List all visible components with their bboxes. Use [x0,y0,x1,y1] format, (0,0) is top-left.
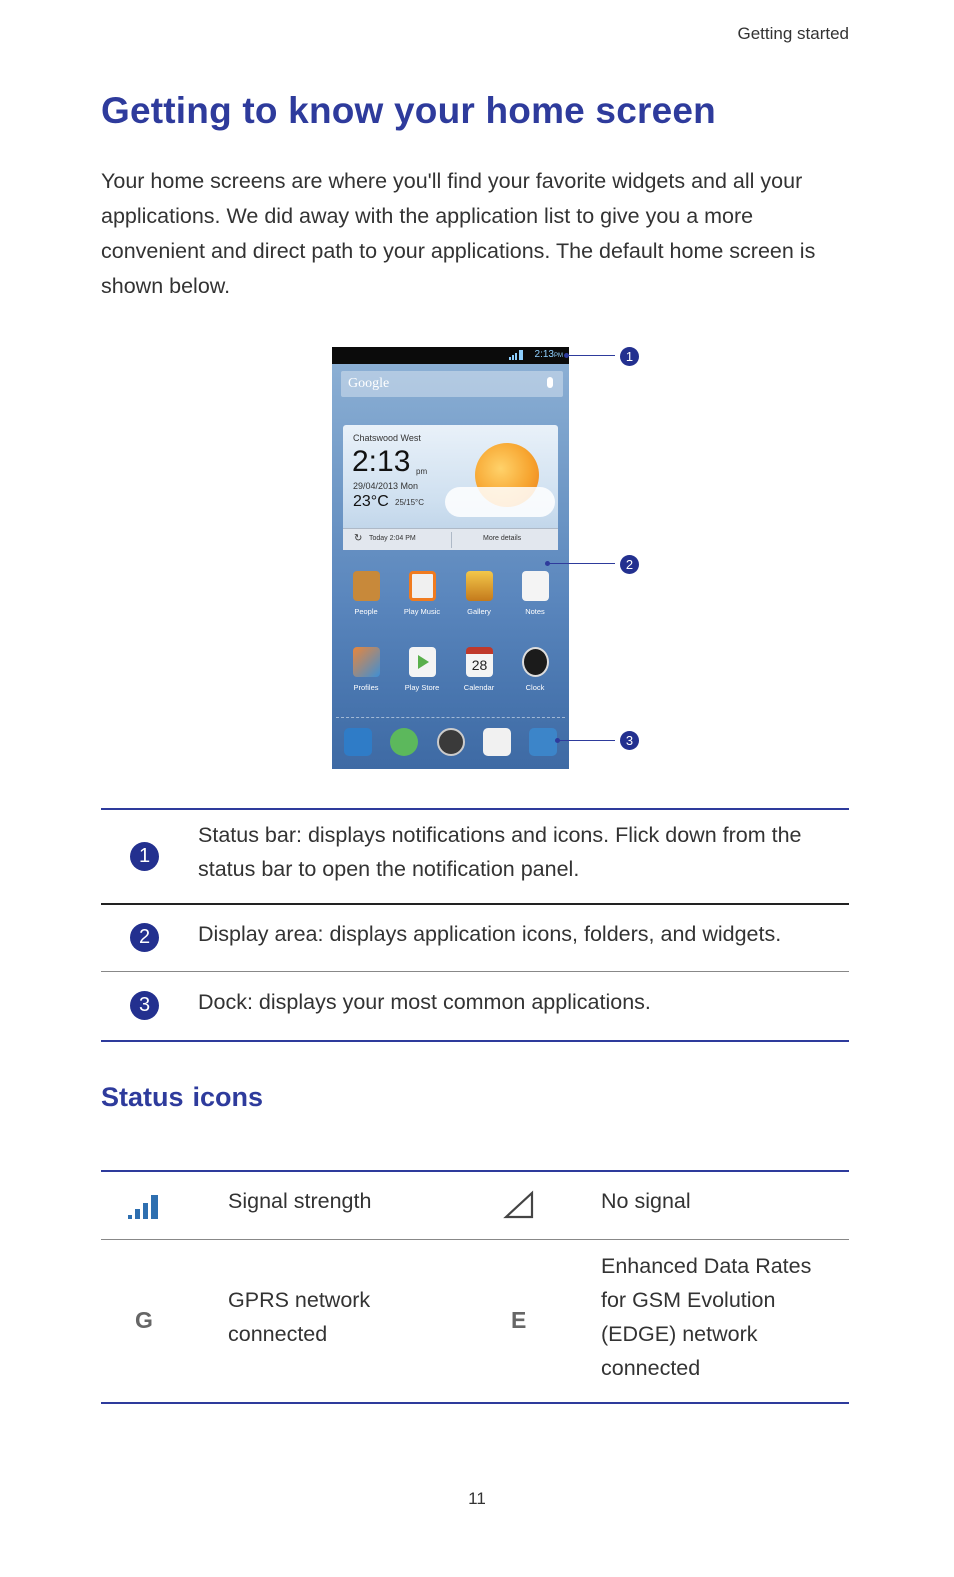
gallery-icon [466,571,493,601]
signal-strength-label: Signal strength [228,1189,372,1213]
signal-strength-icon [128,1195,158,1219]
app-play-music: Play Music [396,571,448,631]
legend-text-dock: Dock: displays your most common applicat… [198,990,651,1014]
table-rule [101,1040,849,1042]
legend-badge-3: 3 [130,991,159,1020]
table-rule [101,903,849,905]
no-signal-label: No signal [601,1189,691,1213]
profiles-icon [353,647,380,677]
app-drawer-icon [437,728,465,756]
callout-line-1 [564,353,615,358]
callout-badge-1: 1 [620,347,639,366]
app-gallery: Gallery [453,571,505,631]
weather-clock-widget: Chatswood West 2:13 pm 29/04/2013 Mon 23… [343,425,558,550]
weather-updated-time: Today 2:04 PM [369,535,416,542]
more-details-link: More details [483,535,522,542]
notes-icon [522,571,549,601]
edge-e-icon: E [511,1307,527,1333]
table-rule [101,971,849,972]
cloud-icon [445,487,555,517]
browser-icon [529,728,557,756]
clock-icon [522,647,549,677]
table-rule [101,1170,849,1172]
table-rule [101,1402,849,1404]
page-title: Getting to know your home screen [101,90,716,131]
app-label: Profiles [353,683,379,692]
widget-temperature: 23°C [353,493,389,510]
calendar-icon: 28 [466,647,493,677]
app-play-store: Play Store [396,647,448,707]
gprs-g-icon: G [135,1307,153,1333]
app-calendar: 28 Calendar [453,647,505,707]
google-wordmark: Google [348,376,390,391]
weather-widget-bar: ↻ Today 2:04 PM More details [343,528,558,550]
weather-location: Chatswood West [353,433,421,443]
phone-icon [344,728,372,756]
app-label: Play Music [403,607,441,616]
play-store-icon [409,647,436,677]
gprs-label: GPRS network connected [228,1288,371,1346]
people-icon [353,571,380,601]
signal-icon [509,350,523,360]
app-people: People [340,571,392,631]
app-profiles: Profiles [340,647,392,707]
no-signal-icon [503,1190,534,1219]
legend-badge-1: 1 [130,842,159,871]
widget-time: 2:13 [352,445,411,478]
legend-badge-2: 2 [130,923,159,952]
phone-dock [336,717,565,767]
table-rule [101,808,849,810]
app-label: People [354,607,378,616]
app-clock: Clock [509,647,561,707]
intro-paragraph: Your home screens are where you'll find … [101,169,816,298]
microphone-icon [547,377,553,388]
callout-line-3 [555,738,615,743]
phone-status-bar: 2:13PM [332,347,569,364]
legend-text-status-bar: Status bar: displays notifications and i… [198,823,802,881]
phone-status-time: 2:13PM [534,349,563,360]
widget-date: 29/04/2013 Mon [353,481,419,491]
widget-ampm: pm [416,467,428,476]
headphones-icon [409,571,436,601]
home-screen-figure: 2:13PM Google Chatswood West 2:13 pm 29/… [332,347,569,769]
page-number: 11 [468,1489,486,1508]
messaging-icon [390,728,418,756]
widget-temperature-range: 25/15°C [395,498,424,507]
refresh-icon: ↻ [354,533,363,544]
app-label: Gallery [467,607,491,616]
app-notes: Notes [509,571,561,631]
legend-text-display-area: Display area: displays application icons… [198,922,782,946]
callout-badge-3: 3 [620,731,639,750]
app-label: Notes [525,607,545,616]
app-label: Play Store [404,683,440,692]
running-header: Getting started [737,24,849,43]
table-rule [101,1239,849,1240]
email-icon [483,728,511,756]
app-label: Calendar [463,683,495,692]
google-search-widget: Google [341,371,563,397]
app-label: Clock [525,683,545,692]
callout-badge-2: 2 [620,555,639,574]
edge-label: Enhanced Data Rates for GSM Evolution (E… [601,1254,812,1380]
callout-line-2 [545,561,615,566]
divider [451,532,452,548]
